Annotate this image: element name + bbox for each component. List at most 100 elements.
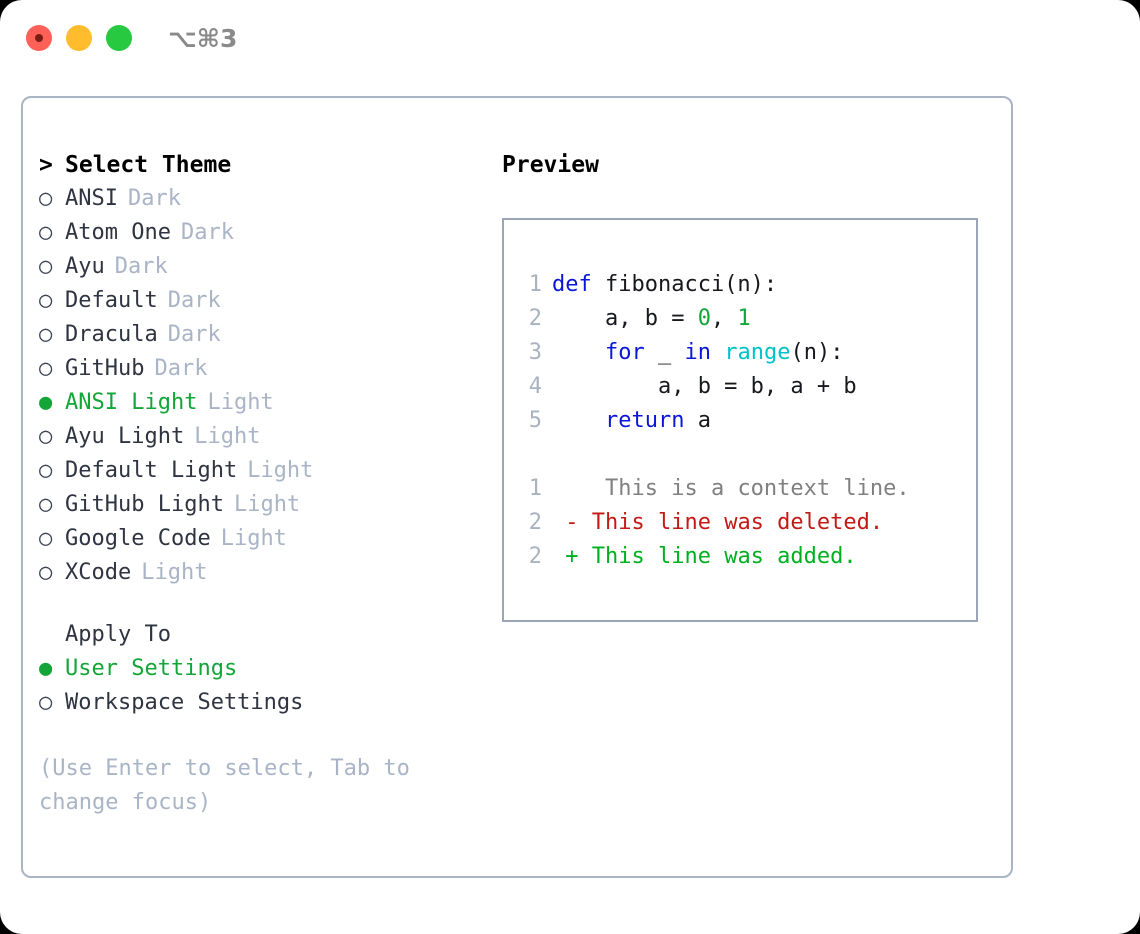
apply-to-option[interactable]: ● User Settings xyxy=(39,652,479,686)
theme-mode-badge: Dark xyxy=(154,356,208,381)
theme-name-label: ANSI xyxy=(65,186,118,211)
code-token: a, b = b, a + b xyxy=(552,374,857,399)
theme-name-label: ANSI Light xyxy=(65,390,198,415)
radio-unselected-icon: ○ xyxy=(39,492,53,517)
diff-text: This line was added. xyxy=(578,544,857,569)
code-token: for xyxy=(604,340,658,365)
theme-mode-badge: Light xyxy=(220,526,287,551)
theme-list-item[interactable]: ○ GitHub Light Light xyxy=(39,488,479,522)
radio-unselected-icon: ○ xyxy=(39,526,53,551)
prompt-caret-icon: > xyxy=(39,152,53,178)
theme-list-item[interactable]: ○ Ayu Light Light xyxy=(39,420,479,454)
preview-heading: Preview xyxy=(502,152,599,178)
theme-name-label: Ayu xyxy=(65,254,105,279)
diff-marker xyxy=(552,476,579,501)
apply-to-option-label: Workspace Settings xyxy=(65,690,304,715)
code-line: 4 a, b = b, a + b xyxy=(516,370,857,404)
theme-mode-badge: Light xyxy=(207,390,274,415)
diff-sample: 1 This is a context line.2 - This line w… xyxy=(516,472,910,574)
theme-list-item[interactable]: ○ XCode Light xyxy=(39,556,479,590)
radio-unselected-icon: ○ xyxy=(39,186,53,211)
theme-name-label: XCode xyxy=(65,560,132,585)
apply-to-option-label: User Settings xyxy=(65,656,238,681)
theme-mode-badge: Light xyxy=(233,492,301,517)
keyboard-hint-text: (Use Enter to select, Tab to change focu… xyxy=(39,756,410,815)
minimize-window-button[interactable] xyxy=(66,25,92,51)
code-token: 0 xyxy=(697,306,711,331)
theme-mode-badge: Dark xyxy=(167,288,221,313)
line-number: 4 xyxy=(528,374,542,399)
line-number: 3 xyxy=(528,340,542,365)
theme-list-item[interactable]: ○ ANSI Dark xyxy=(39,182,479,216)
radio-selected-icon: ● xyxy=(39,656,53,681)
apply-to-section: Apply To ●User Settings○Workspace Settin… xyxy=(39,618,479,720)
code-token: a, b = xyxy=(552,306,698,331)
theme-name-label: Ayu Light xyxy=(65,424,185,449)
radio-unselected-icon: ○ xyxy=(39,356,53,381)
theme-mode-badge: Light xyxy=(194,424,261,449)
theme-list-item[interactable]: ○ GitHub Dark xyxy=(39,352,479,386)
radio-unselected-icon: ○ xyxy=(39,254,53,279)
radio-unselected-icon: ○ xyxy=(39,458,53,483)
theme-name-label: GitHub xyxy=(65,356,145,381)
code-line: 1 def fibonacci(n): xyxy=(516,268,857,302)
code-token: 1 xyxy=(737,306,751,331)
code-line: 3 for _ in range(n): xyxy=(516,336,857,370)
diff-line: 2 - This line was deleted. xyxy=(516,506,910,540)
line-number: 2 xyxy=(528,510,542,535)
theme-list-item[interactable]: ○ Default Dark xyxy=(39,284,479,318)
line-number: 1 xyxy=(528,272,542,297)
theme-mode-badge: Dark xyxy=(167,322,221,347)
close-window-button[interactable] xyxy=(26,25,52,51)
radio-unselected-icon: ○ xyxy=(39,560,53,585)
theme-name-label: Default xyxy=(65,288,158,313)
radio-unselected-icon: ○ xyxy=(39,220,53,245)
diff-marker: - xyxy=(552,510,579,535)
theme-mode-badge: Light xyxy=(247,458,314,483)
line-number: 2 xyxy=(528,306,542,331)
theme-list-item[interactable]: ○ Dracula Dark xyxy=(39,318,479,352)
radio-unselected-icon: ○ xyxy=(39,424,53,449)
theme-mode-badge: Dark xyxy=(180,220,234,245)
apply-to-options: ● User Settings ○ Workspace Settings xyxy=(39,652,479,720)
code-token: _ xyxy=(657,340,685,365)
diff-line: 1 This is a context line. xyxy=(516,472,910,506)
radio-unselected-icon: ○ xyxy=(39,288,53,313)
code-token: fibonacci(n): xyxy=(604,272,778,297)
theme-mode-badge: Dark xyxy=(127,186,181,211)
radio-unselected-icon: ○ xyxy=(39,322,53,347)
keyboard-shortcut-label: ⌥⌘3 xyxy=(168,24,238,53)
code-token: def xyxy=(552,272,605,297)
code-token: range xyxy=(724,340,791,365)
apply-to-option[interactable]: ○ Workspace Settings xyxy=(39,686,479,720)
radio-unselected-icon: ○ xyxy=(39,690,53,715)
diff-text: This line was deleted. xyxy=(578,510,884,535)
select-theme-heading-label: Select Theme xyxy=(65,152,232,178)
line-number: 1 xyxy=(528,476,542,501)
theme-list-item[interactable]: ○ Default Light Light xyxy=(39,454,479,488)
theme-name-label: Dracula xyxy=(65,322,158,347)
theme-name-label: Default Light xyxy=(65,458,238,483)
theme-mode-badge: Dark xyxy=(114,254,168,279)
theme-list-item[interactable]: ○ Ayu Dark xyxy=(39,250,479,284)
maximize-window-button[interactable] xyxy=(106,25,132,51)
line-number: 2 xyxy=(528,544,542,569)
line-number: 5 xyxy=(528,408,542,433)
code-token: (n): xyxy=(790,340,844,365)
code-token: in xyxy=(684,340,725,365)
select-theme-heading: > Select Theme xyxy=(39,148,479,182)
title-bar: ⌥⌘3 xyxy=(0,0,1140,78)
theme-name-label: GitHub Light xyxy=(65,492,224,517)
code-token: return xyxy=(604,408,698,433)
theme-mode-badge: Light xyxy=(141,560,208,585)
diff-line: 2 + This line was added. xyxy=(516,540,910,574)
